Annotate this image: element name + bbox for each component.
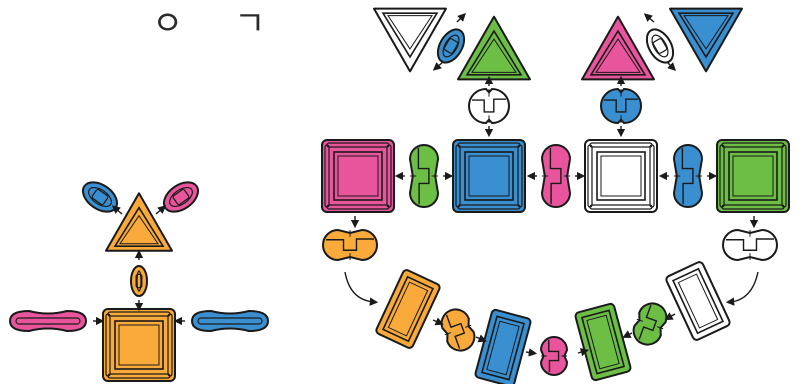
- left-connector-pink-oval: [162, 181, 200, 213]
- page-title: ㅇ ㄱ: [152, 4, 286, 44]
- left-connector-blue-oval: [81, 181, 119, 213]
- side-connector-orange: [322, 228, 378, 262]
- left-arrow-2: [155, 205, 167, 215]
- arrow-a5: [622, 330, 633, 338]
- left-connector-orange-small: [130, 265, 148, 297]
- vertical-connector-white: [468, 87, 510, 125]
- triangle-connector-blue: [436, 28, 466, 64]
- arc-rect-orange: [375, 269, 441, 349]
- arc-rect-green: [574, 302, 632, 382]
- arrow-a6: [664, 312, 676, 321]
- left-connector-blue-long: [190, 309, 270, 333]
- square-blue: [452, 139, 526, 213]
- curve-arrow-right: [725, 271, 759, 306]
- arc-rect-blue: [474, 308, 532, 384]
- square-pink: [321, 139, 395, 213]
- arc-connector-green: [632, 302, 668, 346]
- left-arrow-1: [111, 205, 123, 215]
- arc-connector-pink: [539, 336, 569, 376]
- triangle-white-inverted: [373, 7, 447, 73]
- triangle-green: [457, 15, 531, 81]
- arrow-a3: [525, 348, 538, 357]
- arrow-a4: [577, 348, 590, 357]
- square-white: [584, 139, 658, 213]
- triangle-connector-white: [645, 28, 675, 64]
- arrow-t2: [432, 61, 444, 71]
- arrow-a1: [432, 317, 444, 326]
- square-connector-pink: [540, 144, 572, 208]
- square-connector-green: [408, 144, 440, 208]
- left-square: [102, 308, 176, 382]
- arrow-a2: [475, 334, 487, 343]
- arc-connector-orange: [440, 308, 476, 352]
- arc-rect-white: [665, 261, 731, 341]
- left-connector-pink-long: [8, 309, 88, 333]
- arrow-t3: [643, 13, 655, 23]
- triangle-blue-inverted: [669, 7, 743, 73]
- side-connector-white: [722, 228, 778, 262]
- square-green: [716, 139, 790, 213]
- triangle-pink: [581, 15, 655, 81]
- arrow-t4: [666, 61, 676, 71]
- square-connector-blue: [672, 144, 704, 208]
- arrow-t1: [456, 13, 466, 23]
- vertical-connector-blue: [600, 87, 642, 125]
- curve-arrow-left: [344, 271, 379, 306]
